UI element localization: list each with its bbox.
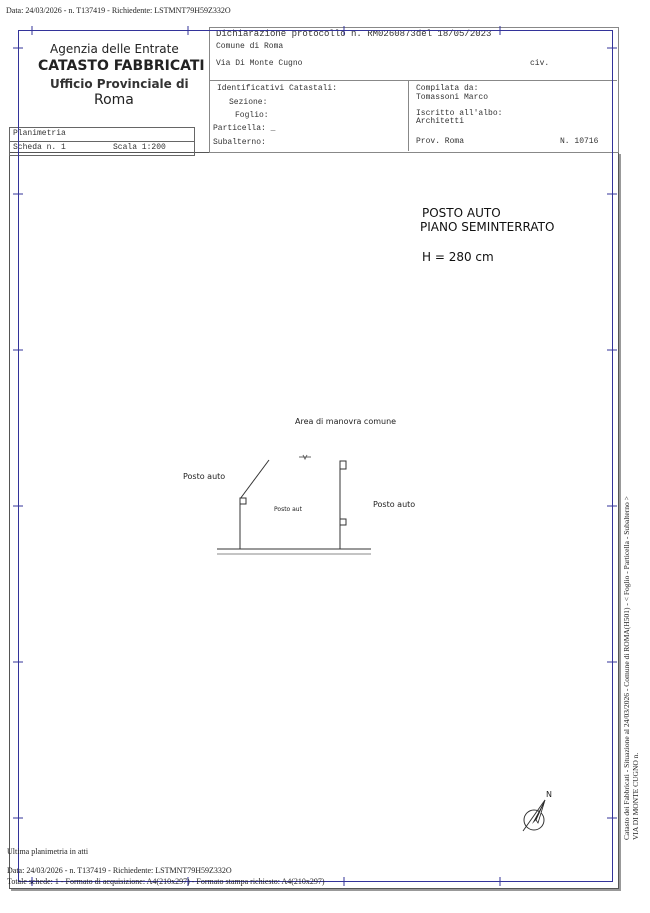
north-label: N [546,790,552,799]
drawing-subtitle: PIANO SEMINTERRATO [420,220,555,234]
posto-center-label: Posto aut [274,506,302,513]
identificativi-label: Identificativi Catastali: [217,84,338,93]
scheda-box: Scheda n. 1 Scala 1:200 [9,141,195,156]
header-info-box [209,27,619,153]
compilata-name: Tomassoni Marco [416,93,489,102]
albo-value: Architetti [416,117,465,126]
posto-left-label: Posto auto [183,472,226,481]
side-caption: Catasto dei Fabbricati - Situazione al 2… [622,496,640,840]
agency-name: Agenzia delle Entrate [50,42,179,56]
side-caption-line1: Catasto dei Fabbricati - Situazione al 2… [622,496,631,840]
subalterno-label: Subalterno: [213,138,266,147]
drawing-title: POSTO AUTO [422,206,501,220]
area-label: Area di manovra comune [295,417,397,426]
compilata-label: Compilata da: [416,84,479,93]
scala-label: Scala 1:200 [113,143,166,152]
comune: Comune di Roma [216,42,284,51]
north-arrow-icon [522,799,546,832]
top-stamp: Data: 24/03/2026 - n. T137419 - Richiede… [6,6,231,15]
frame-line [18,30,613,31]
albo-number: N. 10716 [560,137,599,146]
frame-line [612,30,613,881]
footer-totale: Totale schede: 1 - Formato di acquisizio… [7,877,325,886]
provincia: Prov. Roma [416,137,465,146]
footer-stamp: Data: 24/03/2026 - n. T137419 - Richiede… [7,866,232,875]
divider [210,80,617,81]
catasto-title: CATASTO FABBRICATI [38,58,205,74]
sezione-label: Sezione: [229,98,268,107]
via: Via Di Monte Cugno [216,59,303,68]
dichiarazione: Dichiarazione protocollo n. RM0260873del… [216,29,492,39]
particella-label: Particella: _ [213,124,276,133]
ceiling-height: H = 280 cm [422,250,494,264]
posto-right-label: Posto auto [373,500,416,509]
divider [408,80,409,151]
side-caption-line2: VIA DI MONTE CUGNO n. [631,752,640,840]
scheda-label: Scheda n. 1 [13,143,66,152]
frame-line [18,881,613,882]
frame-line [18,30,19,881]
ultima-planimetria: Ultima planimetria in atti [7,847,89,856]
albo-label: Iscritto all'albo: [416,109,503,118]
office-name: Ufficio Provinciale di [50,77,189,91]
civico-label: civ. [530,59,550,68]
office-city: Roma [94,92,134,108]
planimetria-label: Planimetria [13,129,66,138]
foglio-label: Foglio: [235,111,269,120]
